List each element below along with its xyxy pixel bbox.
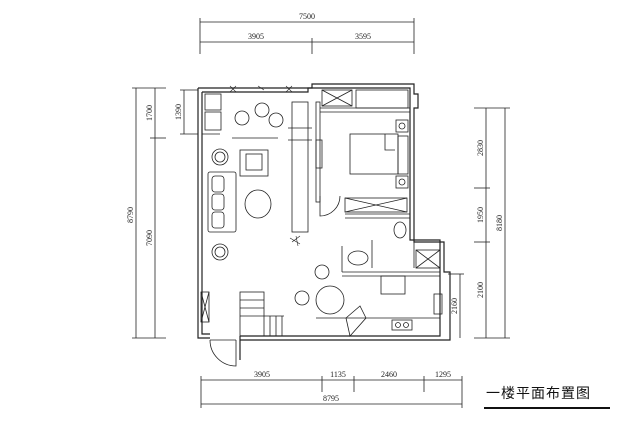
- top-seg-2: 3595: [355, 32, 371, 41]
- washer: [204, 111, 222, 131]
- sofa: [207, 171, 237, 233]
- bottom-seg-4: 1295: [435, 370, 451, 379]
- dining-table: [294, 264, 345, 315]
- side-table: [211, 148, 229, 261]
- bed: [349, 119, 409, 189]
- exterior-walls: [197, 83, 451, 360]
- plants: [229, 85, 301, 247]
- tv-unit: [315, 139, 323, 169]
- armchair: [239, 149, 269, 177]
- bathroom: [347, 221, 441, 269]
- bedroom-door: [319, 195, 341, 217]
- top-total: 7500: [299, 12, 315, 21]
- wardrobe: [344, 197, 408, 213]
- dimension-labels: 7500 3905 3595 8790 1700 7090 1390 2830 …: [126, 12, 504, 403]
- right-seg-3: 2100: [476, 282, 485, 298]
- plan-title: 一楼平面布置图: [486, 386, 591, 402]
- right-seg-2: 1950: [476, 207, 485, 223]
- title-underline: [484, 407, 610, 409]
- right-inner: 2160: [450, 298, 459, 314]
- bottom-seg-3: 2460: [381, 370, 397, 379]
- left-dimension: [132, 87, 198, 339]
- stairs: [239, 291, 284, 337]
- bottom-seg-1: 3905: [254, 370, 270, 379]
- left-total: 8790: [126, 207, 135, 223]
- bottom-dimension: [200, 376, 463, 408]
- kitchen: [316, 275, 443, 337]
- right-dimension: [448, 107, 510, 339]
- top-dimension: [199, 18, 415, 54]
- entrance-door: [200, 291, 237, 367]
- cabinet: [204, 93, 222, 111]
- left-seg-2: 7090: [145, 230, 154, 246]
- bottom-total: 8795: [323, 394, 339, 403]
- top-seg-1: 3905: [248, 32, 264, 41]
- coffee-table: [244, 189, 272, 219]
- tea-set: [234, 102, 284, 128]
- right-seg-1: 2830: [476, 140, 485, 156]
- left-inner: 1390: [174, 104, 183, 120]
- right-total: 8180: [495, 215, 504, 231]
- left-seg-1: 1700: [145, 105, 154, 121]
- windows: [321, 89, 409, 109]
- bottom-seg-2: 1135: [330, 370, 346, 379]
